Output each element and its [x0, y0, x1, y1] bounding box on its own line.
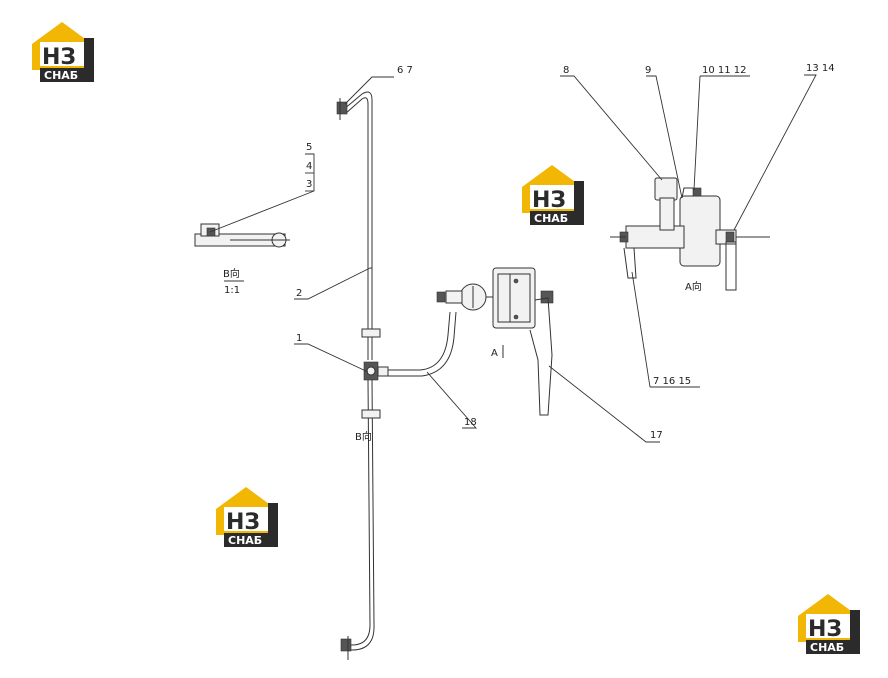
scale-label: 1:1 [224, 285, 240, 296]
logo-caption: СНАБ [534, 212, 568, 225]
label-7-16-15: 7 16 15 [653, 376, 691, 387]
label-3: 3 [306, 179, 312, 190]
callout-labels: 6 7 5 4 3 B向 1:1 2 1 B向 18 A 17 8 9 10 1… [223, 63, 835, 443]
detail-b-view [194, 223, 290, 248]
leader-lines [209, 74, 817, 443]
main-vertical-pipe [336, 91, 381, 660]
logo-letters: НЗ [42, 45, 76, 70]
view-b-caption: B向 [223, 267, 240, 280]
watermark-logo-1: НЗ СНАБ [32, 22, 94, 82]
view-a-assembly [610, 177, 770, 291]
label-4: 4 [306, 161, 312, 172]
label-8: 8 [563, 65, 569, 76]
valve-assembly [436, 267, 554, 416]
watermark-logo-3: НЗ СНАБ [216, 487, 278, 547]
label-6-7: 6 7 [397, 65, 413, 76]
label-1: 1 [296, 333, 302, 344]
hose-18 [388, 311, 457, 377]
logo-caption: СНАБ [810, 641, 844, 654]
logo-caption: СНАБ [228, 534, 262, 547]
watermark-logo-4: НЗ СНАБ [798, 594, 860, 654]
label-9: 9 [645, 65, 651, 76]
label-13-14: 13 14 [806, 63, 835, 74]
logo-letters: НЗ [226, 510, 260, 535]
view-a-marker: A [491, 348, 498, 359]
label-2: 2 [296, 288, 302, 299]
label-5: 5 [306, 142, 312, 153]
view-b-marker: B向 [355, 430, 372, 443]
label-10-11-12: 10 11 12 [702, 65, 747, 76]
logo-letters: НЗ [532, 188, 566, 213]
tee-fitting [363, 361, 389, 381]
label-18: 18 [464, 417, 477, 428]
logo-letters: НЗ [808, 617, 842, 642]
logo-caption: СНАБ [44, 69, 78, 82]
label-17: 17 [650, 430, 663, 441]
view-a-caption: A向 [685, 280, 702, 293]
watermark-logo-2: НЗ СНАБ [522, 165, 584, 225]
